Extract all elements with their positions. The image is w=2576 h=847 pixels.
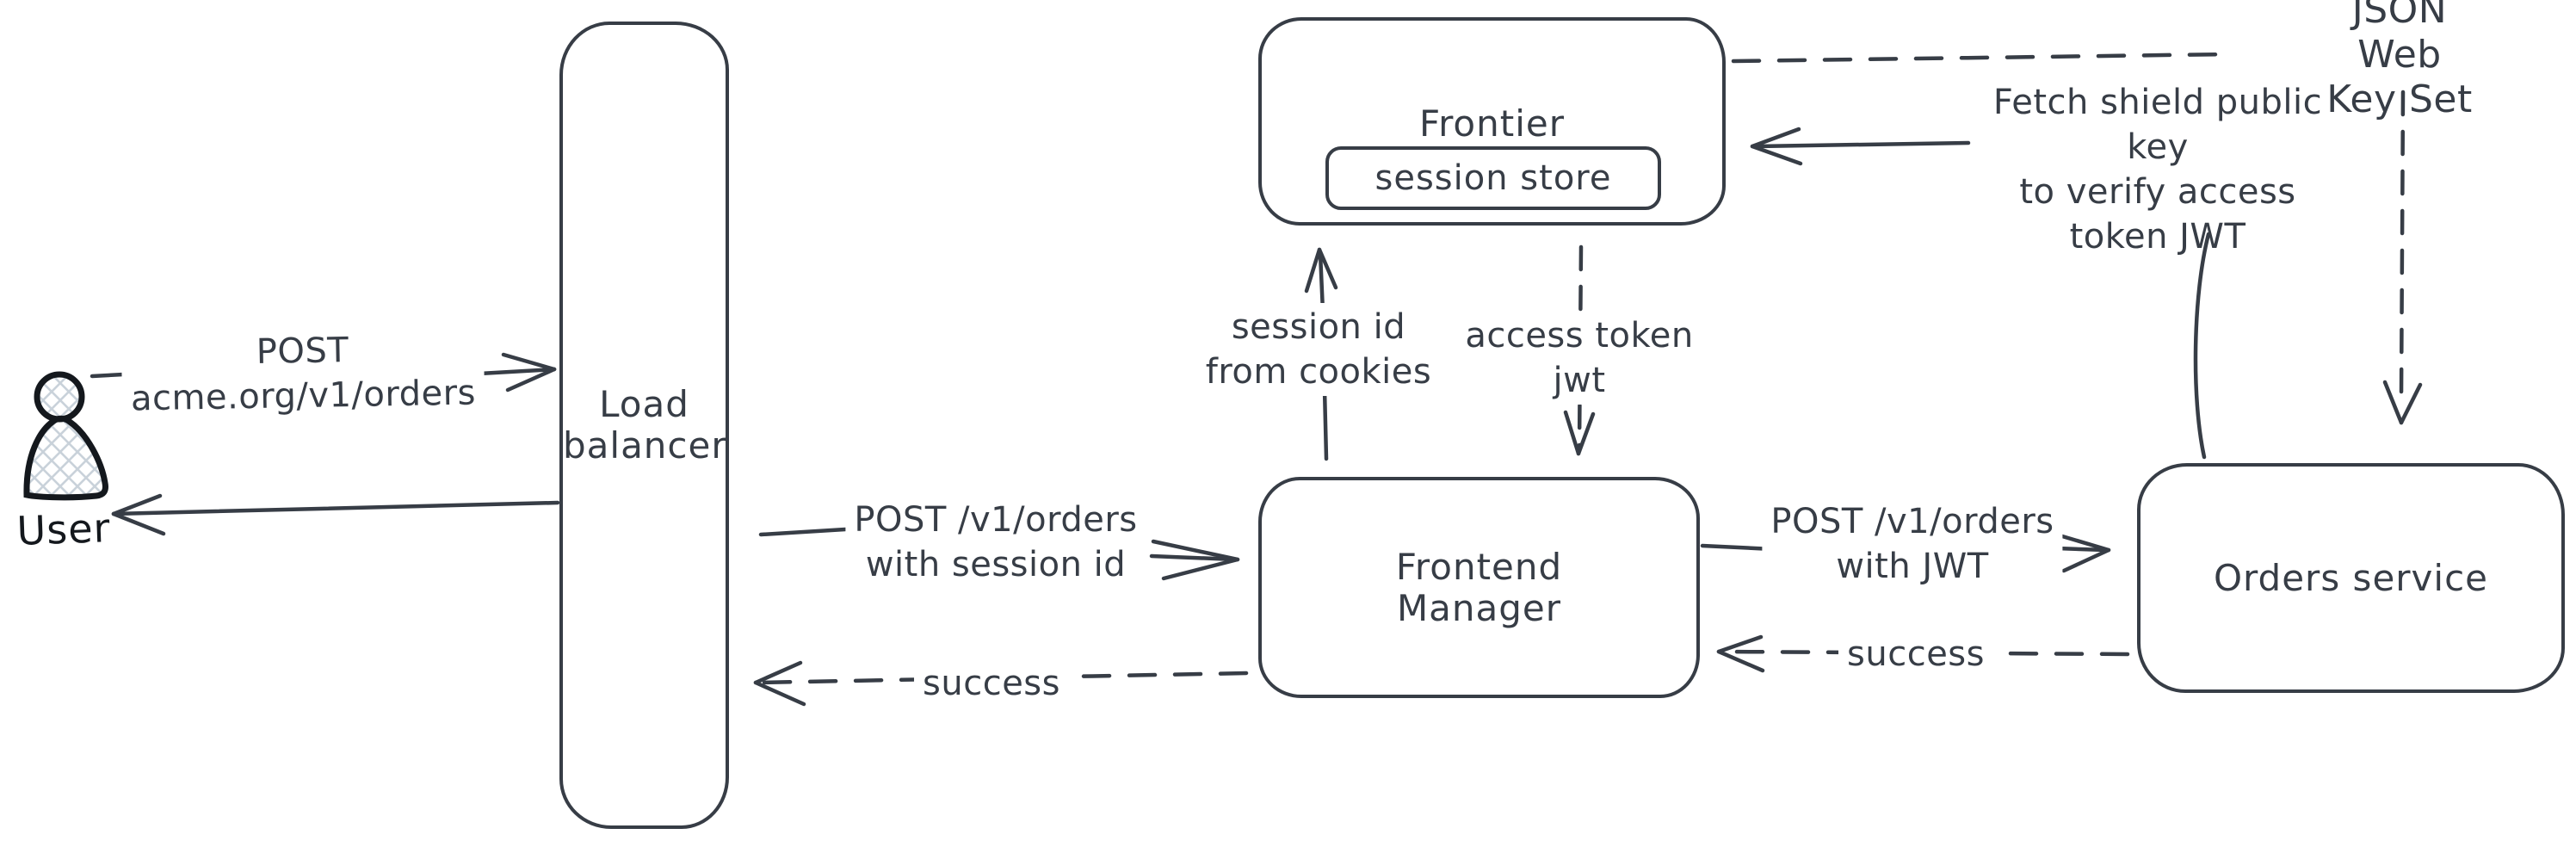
arrow-fm-to-session-store bbox=[1304, 247, 1338, 461]
frontend-manager-node: Frontend Manager bbox=[1258, 477, 1700, 698]
orders-service-label: Orders service bbox=[2213, 556, 2489, 599]
load-balancer-node: Load balancer bbox=[559, 22, 729, 829]
arrow-lb-to-fm bbox=[758, 527, 1240, 581]
user-actor bbox=[9, 366, 164, 564]
arrow-orders-to-frontier bbox=[1750, 127, 2211, 460]
arrow-fm-to-orders bbox=[1700, 531, 2111, 573]
edge-label-success-right: success bbox=[1838, 630, 1993, 678]
edge-label-success-left: success bbox=[914, 659, 1069, 708]
edge-label-access-token-jwt: access token jwt bbox=[1456, 312, 1702, 405]
edge-label-session-id-from-cookies: session id from cookies bbox=[1196, 303, 1441, 396]
user-icon bbox=[23, 371, 108, 501]
edge-label-post-orders-session-id: POST /v1/orders with session id bbox=[845, 496, 1146, 589]
edge-label-post-acme-orders: POST acme.org/v1/orders bbox=[120, 324, 485, 424]
frontier-label: Frontier bbox=[1418, 102, 1565, 145]
arrow-jwks-to-orders bbox=[2382, 90, 2423, 425]
edge-label-json-web-key-set: JSON Web Key Set bbox=[2326, 0, 2473, 121]
edge-label-post-orders-jwt: POST /v1/orders with JWT bbox=[1762, 498, 2063, 590]
session-store-node: session store bbox=[1325, 146, 1661, 210]
line-frontier-to-jwks bbox=[1731, 52, 2230, 64]
arrow-lb-to-user bbox=[111, 493, 560, 536]
edge-label-fetch-shield-public-key: Fetch shield public key to verify access… bbox=[1992, 83, 2323, 257]
orders-service-node: Orders service bbox=[2137, 463, 2565, 693]
user-label: User bbox=[15, 504, 112, 554]
frontend-manager-label: Frontend Manager bbox=[1395, 545, 1563, 629]
session-store-label: session store bbox=[1374, 158, 1612, 198]
frontier-node: Frontier session store bbox=[1258, 17, 1726, 226]
load-balancer-label: Load balancer bbox=[563, 383, 727, 467]
